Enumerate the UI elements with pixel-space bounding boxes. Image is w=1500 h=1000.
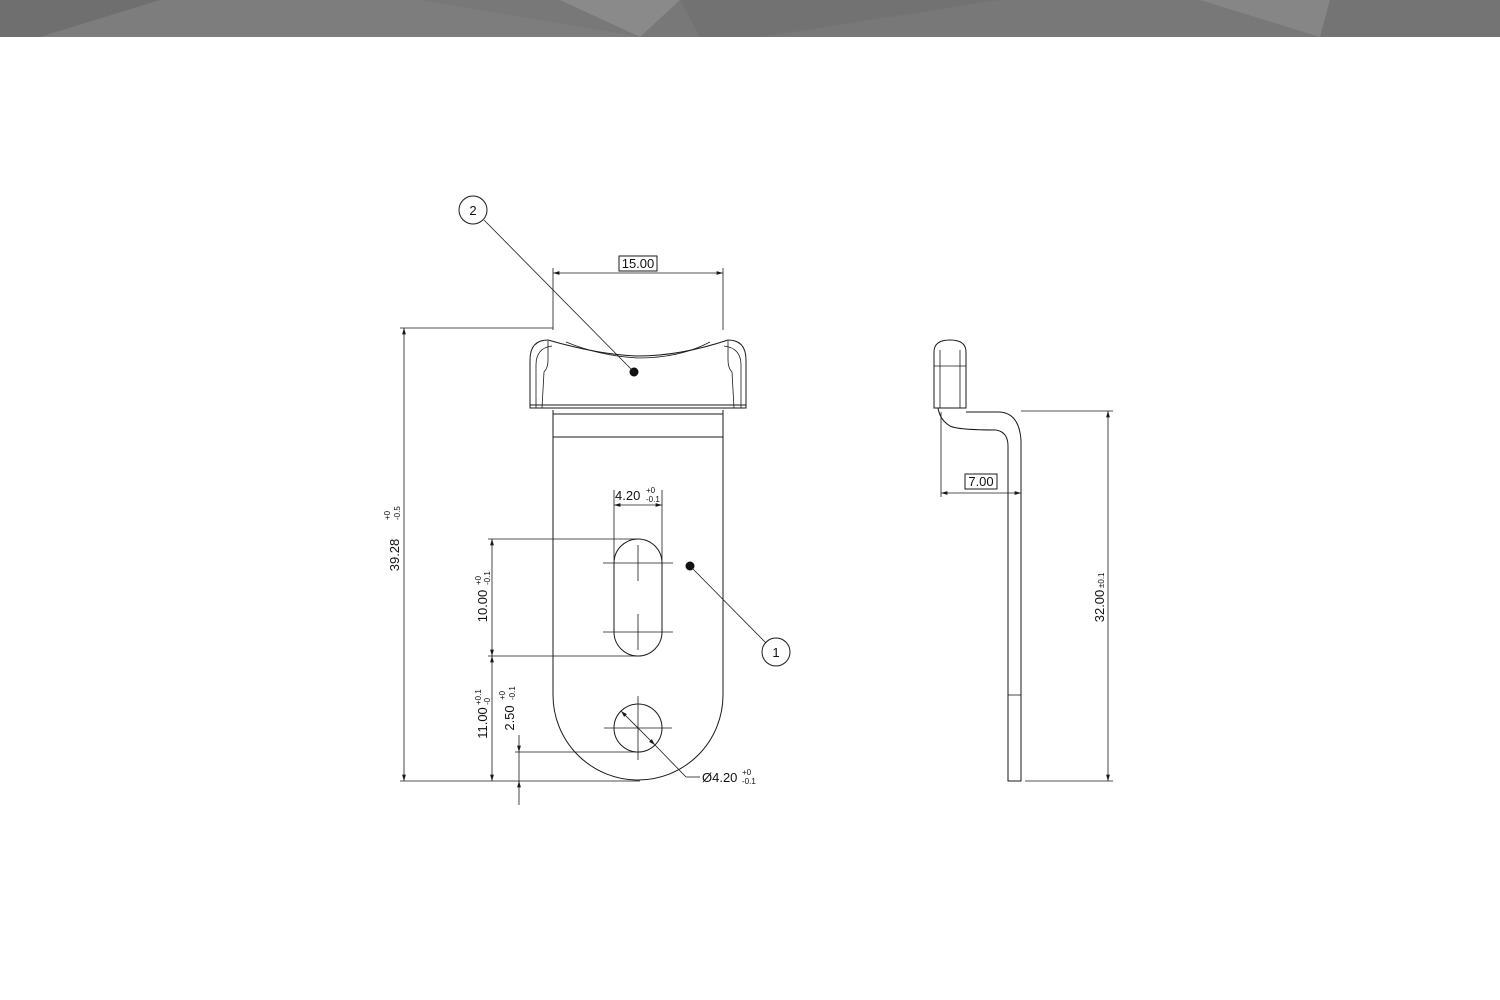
dim-hole-diameter-tol-upper: +0 [742, 768, 752, 777]
side-strip-outline [937, 407, 1022, 782]
dim-hole-diameter-tol-lower: -0.1 [742, 777, 756, 786]
side-view: 7.00 32.00 ±0.1 [933, 339, 1113, 782]
dim-side-height-tol: ±0.1 [1097, 572, 1106, 588]
dim-slot-bottom-offset: 11.00 [475, 707, 490, 739]
dim-slot-width: 4.20 [615, 488, 640, 503]
balloon-2-label: 2 [469, 203, 476, 218]
banner-pattern [0, 0, 1500, 37]
dim-slot-width-tol-upper: +0 [646, 486, 656, 495]
dim-hole-diameter: Ø4.20 [702, 770, 737, 785]
dim-hole-offset-tol-lower: -0.1 [508, 686, 517, 700]
dim-side-offset: 7.00 [968, 474, 993, 489]
balloon-1-label: 1 [772, 645, 779, 660]
dim-slot-width-tol-lower: -0.1 [646, 495, 660, 504]
dim-width-top: 15.00 [622, 256, 655, 271]
balloon-1 [761, 637, 791, 667]
dim-total-height: 39.28 [387, 539, 402, 572]
dim-hole-offset: 2.50 [502, 705, 517, 730]
balloon-2 [458, 195, 488, 225]
dim-slot-bottom-offset-tol-lower: -0 [483, 697, 492, 705]
dim-slot-length-tol-upper: +0 [474, 575, 483, 585]
dim-slot-length: 10.00 [475, 590, 490, 623]
dim-side-height: 32.00 [1092, 590, 1107, 623]
side-cap-outline [933, 339, 967, 409]
plate-outline [552, 410, 724, 781]
dim-hole-offset-tol-upper: +0 [498, 690, 507, 700]
dim-total-height-tol-upper: +0 [383, 510, 392, 520]
dim-slot-length-tol-lower: -0.1 [483, 571, 492, 585]
cap-outline [529, 339, 747, 409]
dim-total-height-tol-lower: -0.5 [393, 506, 402, 520]
dim-slot-bottom-offset-tol-upper: +0.1 [474, 689, 483, 705]
top-banner [0, 0, 1500, 37]
front-view: 2 1 15.00 39.28 +0 -0.5 4.20 +0 -0.1 [383, 195, 791, 805]
